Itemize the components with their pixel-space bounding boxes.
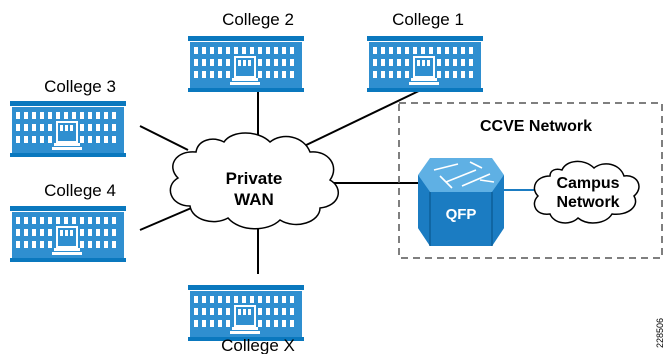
wan-cloud-icon — [169, 132, 340, 230]
ccve-region — [398, 102, 663, 259]
campus-label-line2: Network — [556, 194, 619, 211]
college-2-building-icon — [188, 36, 304, 92]
campus-cloud-icon — [533, 160, 640, 224]
college-4-label: College 4 — [44, 181, 116, 200]
link-college4 — [139, 205, 197, 231]
college-4-building-icon — [10, 206, 126, 262]
college-1-building-icon — [367, 36, 483, 92]
qfp-label: QFP — [446, 206, 477, 223]
college-2-label: College 2 — [222, 10, 294, 29]
college-3-label: College 3 — [44, 77, 116, 96]
wan-label-line1: Private — [226, 169, 283, 188]
college-1-label: College 1 — [392, 10, 464, 29]
ccve-region-title: CCVE Network — [480, 118, 592, 135]
college-3-building-icon — [10, 101, 126, 157]
wan-label-line2: WAN — [234, 190, 274, 209]
link-college3 — [139, 125, 189, 151]
college-x-building-icon — [188, 285, 304, 341]
figure-id: 228506 — [655, 318, 665, 348]
link-college1 — [299, 87, 426, 149]
qfp-router-icon — [418, 158, 504, 246]
campus-label-line1: Campus — [556, 175, 619, 192]
college-x-label: College X — [221, 336, 295, 354]
